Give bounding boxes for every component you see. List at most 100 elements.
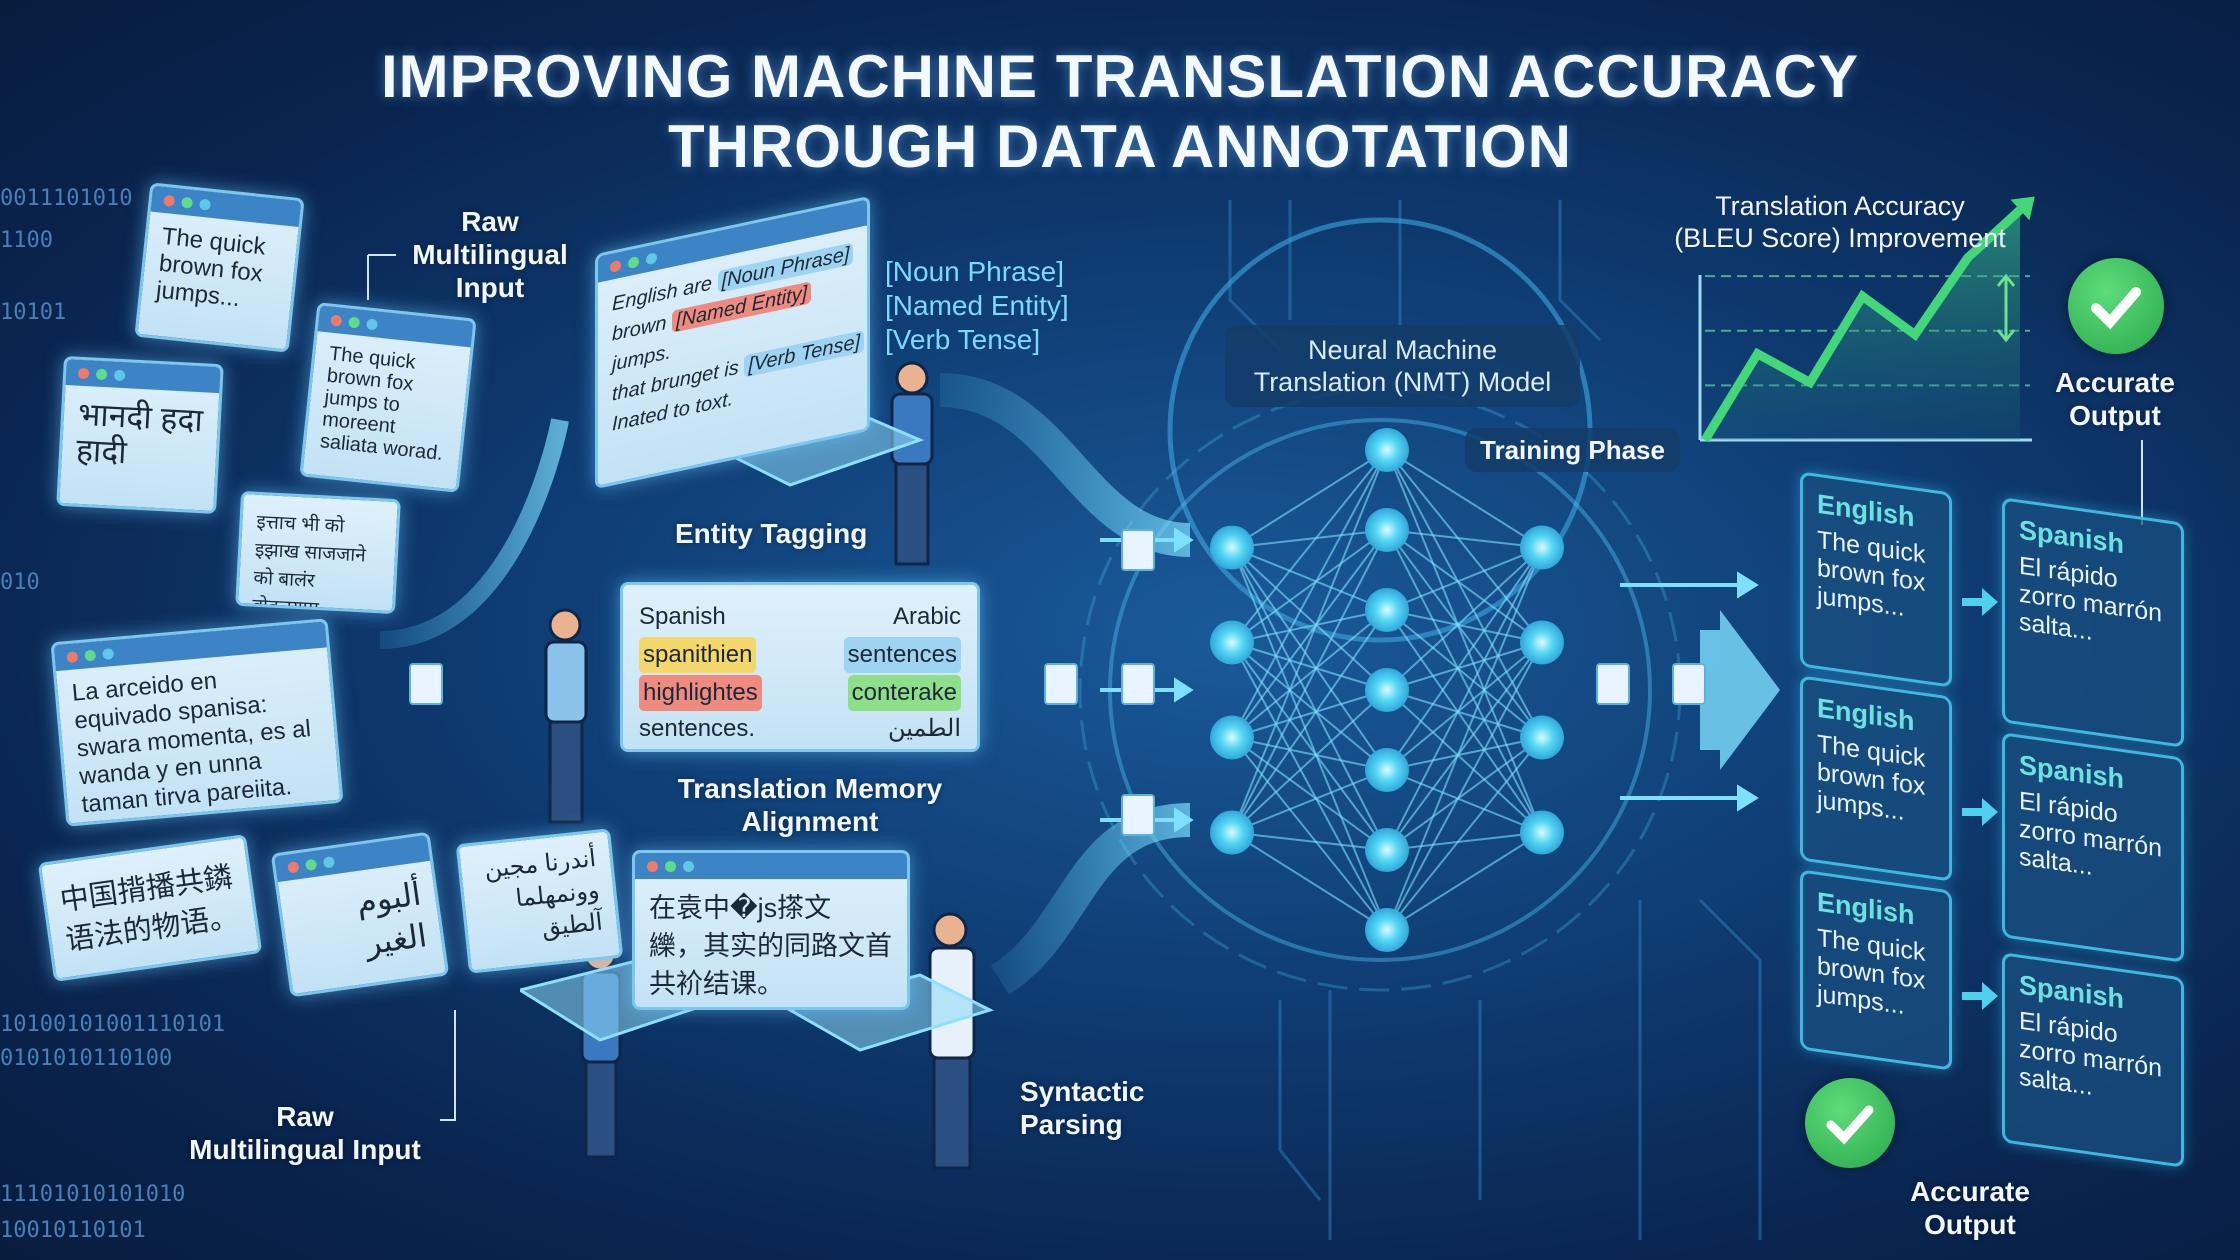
target-language-header: Arabic [892,603,961,630]
nn-connection [1231,641,1388,691]
nn-connection [1386,831,1543,851]
label-line: Accurate [1910,1176,2030,1207]
nn-connection [1231,529,1388,549]
nn-connection [1386,547,1543,931]
nn-connection [1231,641,1388,771]
nn-connection [1231,641,1388,851]
nn-node [1520,810,1564,855]
nn-connection [1231,449,1388,549]
binary-text: 10010110101 [0,1218,146,1243]
nn-connection [1386,641,1543,691]
label-line: Neural Machine [1307,335,1498,365]
pair-arrows [1962,588,1998,1010]
nn-connection [1231,831,1388,851]
label-line: Parsing [1020,1109,1123,1140]
label-line: Alignment [741,806,879,837]
binary-text: 0101010110100 [0,1046,173,1071]
annotator-person-icon [544,608,588,824]
source-language-header: Spanish [639,603,726,630]
window-text: ألبوم الغير [354,875,429,962]
nn-connection [1386,769,1543,834]
annotator-person-icon [928,912,976,1170]
nn-connection [1231,689,1388,739]
arrow-right-icon [1962,588,1998,616]
card-text: El rápido zorro marrón salta... [2019,551,2163,646]
window-text: La arceido en equivado spanisa: swara mo… [70,667,312,819]
label-line: Output [1924,1209,2016,1240]
nn-connection [1231,609,1388,739]
nn-connection [1386,831,1543,931]
window-text: 共衸结课。 [649,969,784,999]
nn-connection [1231,609,1388,834]
annotator-figures [520,361,995,1170]
nn-node [1210,715,1254,760]
page-title-line-2: THROUGH DATA ANNOTATION [668,113,1572,180]
nn-node [1210,525,1254,570]
card-text: El rápido zorro marrón salta... [2019,786,2163,881]
arrow-right-icon [1962,982,1998,1010]
nmt-model-label: Neural Machine Translation (NMT) Model [1225,325,1580,407]
nn-connection [1231,546,1388,691]
syntactic-parsing-window: 在袁中�js搽文 纅，其实的同路文首 共衸结课。 [632,850,910,1010]
aligned-segment: conterake [847,675,961,711]
nn-connection [1231,736,1388,851]
nn-connection [1231,529,1388,739]
input-window-arabic-2: أندرنا مجين وونمهلما آلطيق [455,828,624,974]
label-line: Translation (NMT) Model [1253,367,1552,397]
binary-text: 010 [0,570,40,595]
nn-connection [1386,736,1543,851]
nn-node [1520,715,1564,760]
nn-connection [1386,529,1543,833]
binary-text: 1100 [0,228,53,253]
accurate-output-label-top: Accurate Output [2040,366,2190,432]
window-text: The quick brown fox jumps to moreent sal… [318,342,444,465]
chart-area [1705,210,2020,440]
nn-node [1365,428,1409,472]
nn-node [1365,588,1409,632]
nn-connection [1386,609,1543,834]
chart-title: Translation Accuracy (BLEU Score) Improv… [1650,190,2030,254]
chart-line [1701,206,2024,443]
card-text: The quick brown fox jumps... [1817,923,1926,1021]
nn-node [1210,810,1254,855]
neural-network [1210,428,1564,952]
check-icon [2068,258,2164,354]
window-text: 在袁中�js搽文 [649,893,832,923]
window-text: 中国揹播共鏻语法的物语。 [57,861,241,957]
binary-text: 0011101010 [0,186,133,211]
nn-connection [1386,546,1543,771]
tag-named-entity: [Named Entity] [885,290,1069,321]
nn-connection [1231,449,1388,644]
tag-legend: [Noun Phrase] [Named Entity] [Verb Tense… [885,255,1069,357]
window-text: भानदी हदा हादी [75,395,204,471]
nn-node [1365,748,1409,792]
nn-connection [1231,529,1388,833]
aligned-segment: highlightes [639,675,762,711]
nn-connection [1386,546,1543,691]
nn-connection [1386,529,1543,644]
tag-verb-tense: [Verb Tense] [885,324,1041,355]
chart-arrowhead [2010,196,2035,221]
nn-connection [1231,449,1388,833]
input-window-hindi-1: भानदी हदा हादी [56,355,224,515]
nn-connection [1386,449,1543,549]
nn-connection [1386,641,1543,851]
label-line: Multilingual [412,239,568,270]
tablet-panels [520,408,995,1052]
nn-connection [1231,736,1388,771]
window-text: The quick brown fox jumps... [154,222,267,313]
nn-connection [1231,769,1388,834]
training-phase-label: Training Phase [1465,428,1680,472]
nn-connection [1386,529,1543,739]
nn-connection [1231,546,1388,771]
binary-text: 10101 [0,300,67,325]
chart-title-line: (BLEU Score) Improvement [1674,223,2006,253]
nn-node [1210,620,1254,665]
card-text: El rápido zorro marrón salta... [2019,1006,2163,1101]
window-text: 纅，其实的同路文首 [649,931,892,961]
nn-connection [1231,529,1388,644]
